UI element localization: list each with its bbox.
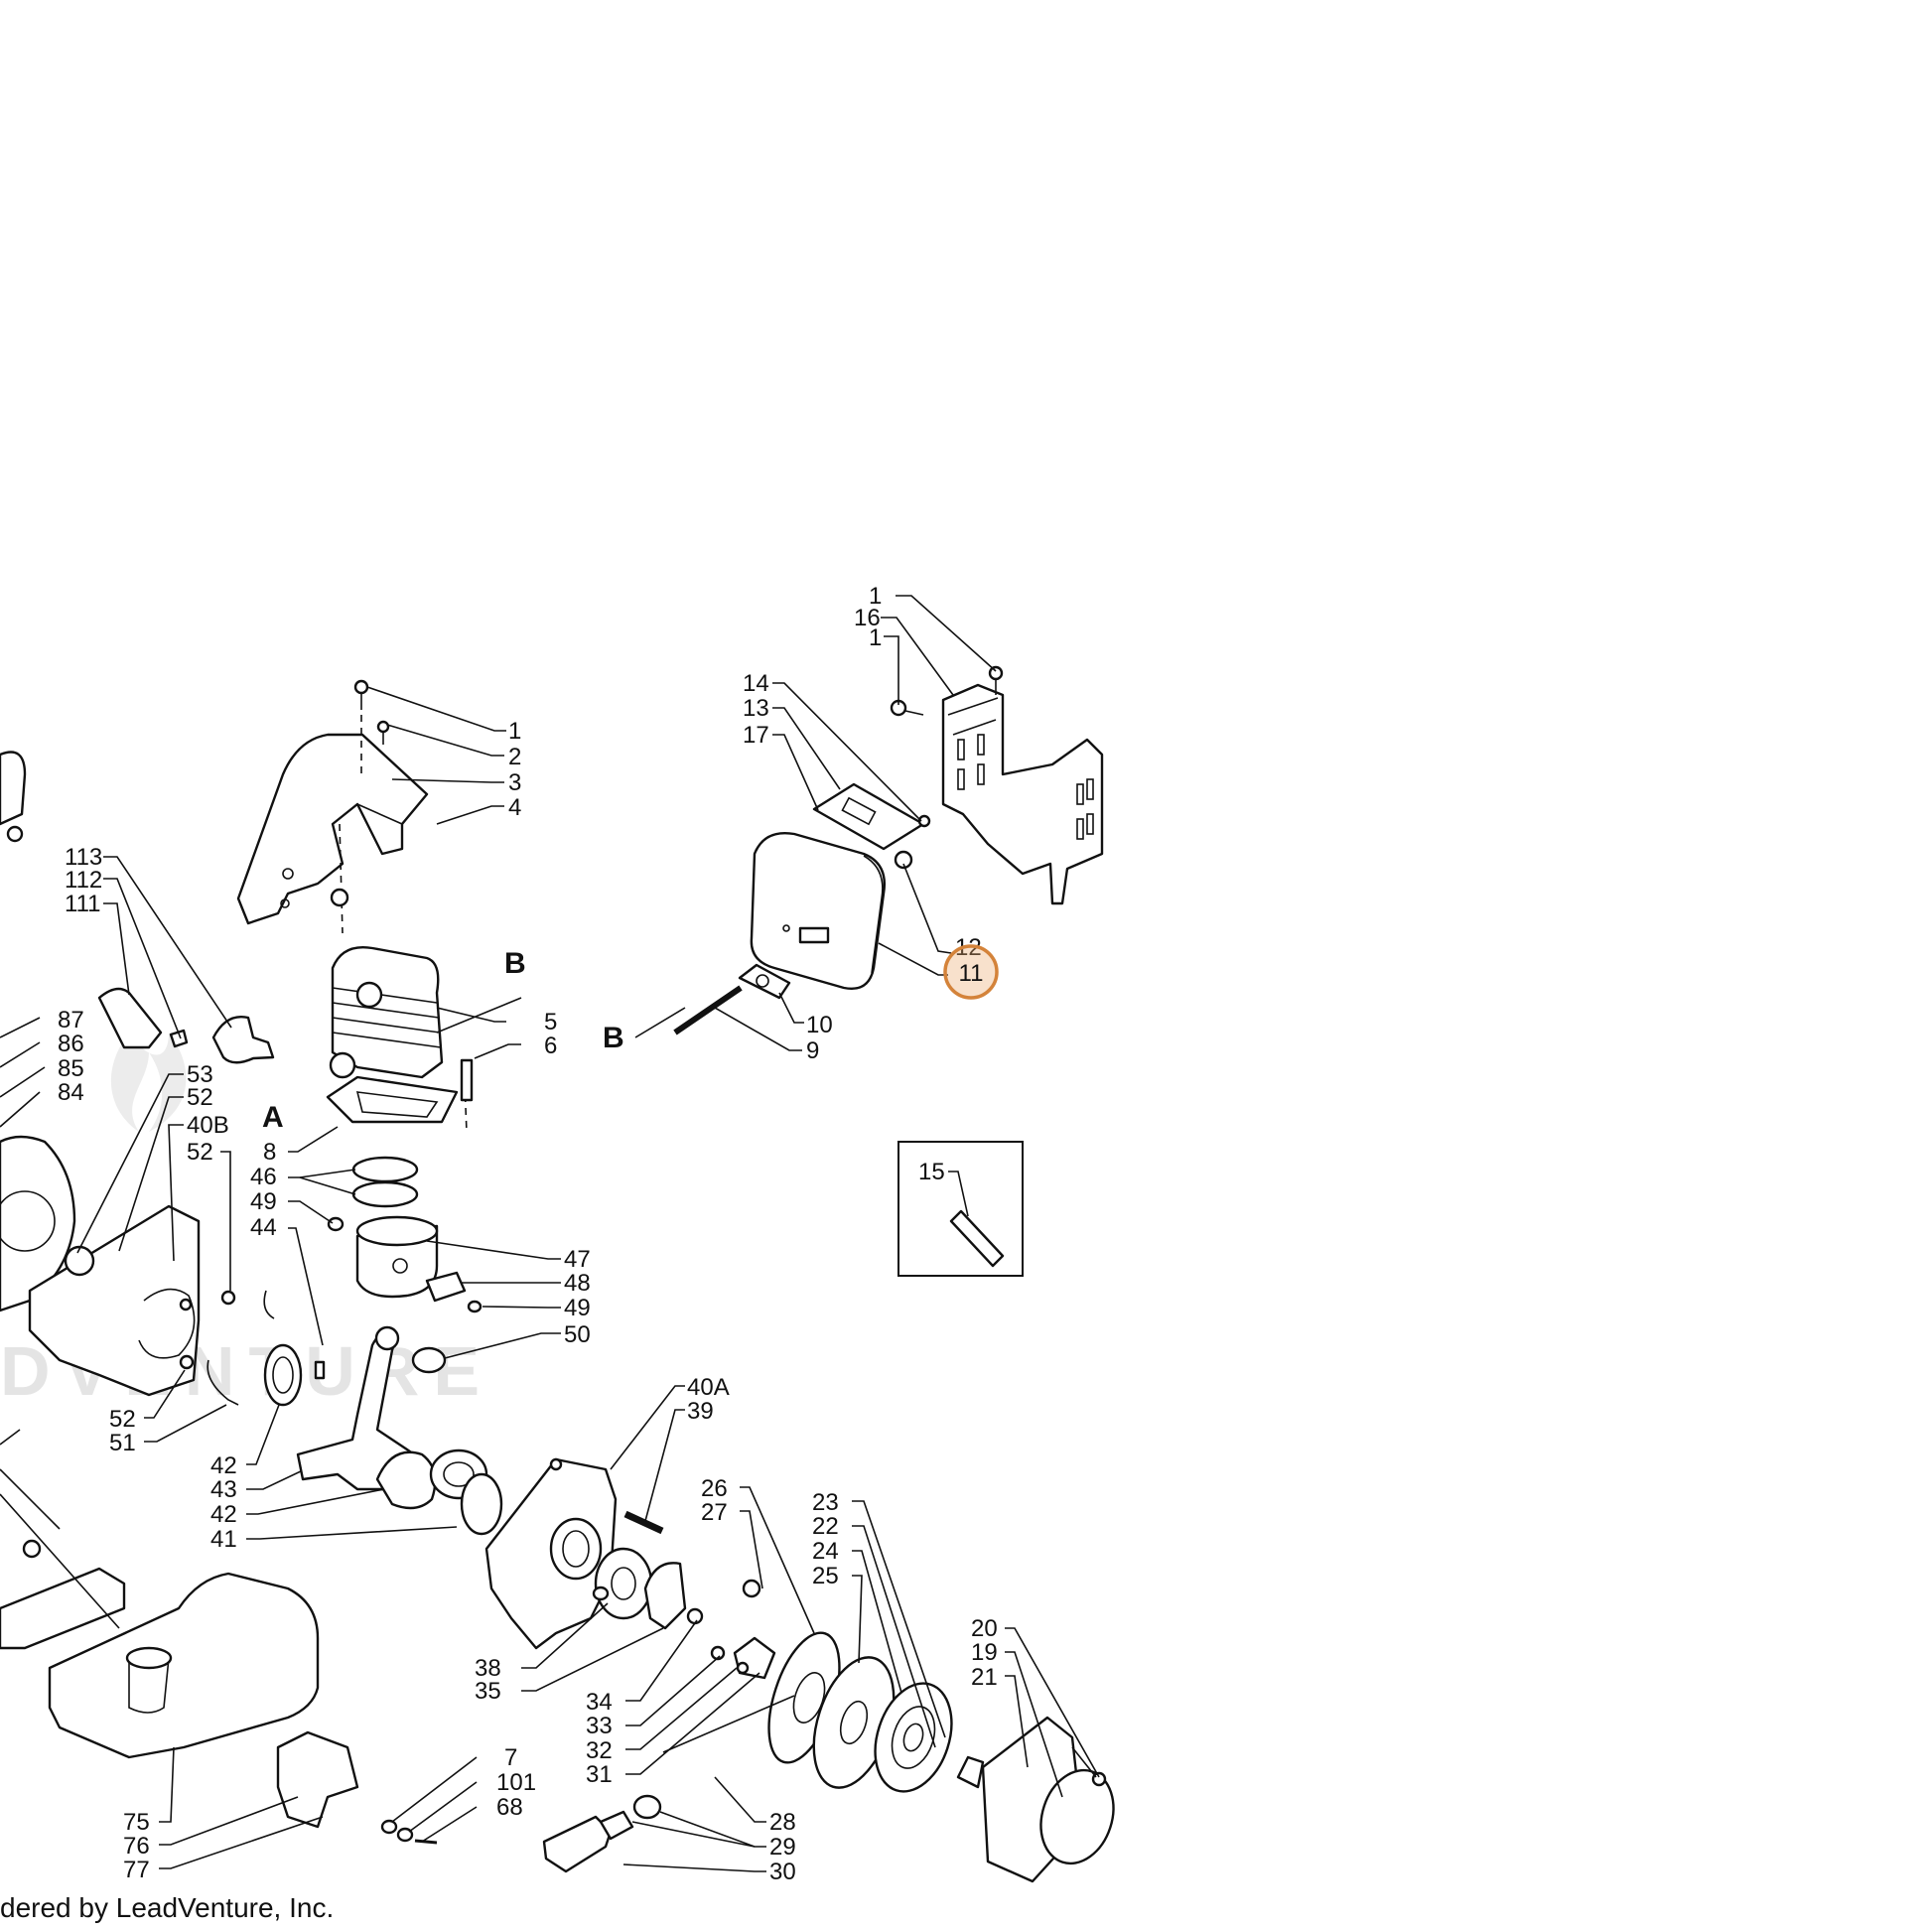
svg-text:49: 49 — [250, 1188, 277, 1215]
inset-part-15: 15 — [897, 1141, 1024, 1277]
svg-text:76: 76 — [123, 1833, 150, 1860]
svg-text:68: 68 — [496, 1794, 523, 1821]
svg-text:47: 47 — [564, 1246, 591, 1273]
svg-text:30: 30 — [769, 1859, 796, 1885]
svg-text:32: 32 — [586, 1737, 613, 1764]
svg-text:13: 13 — [743, 695, 769, 722]
svg-text:77: 77 — [123, 1857, 150, 1883]
svg-text:23: 23 — [812, 1489, 839, 1516]
svg-text:48: 48 — [564, 1270, 591, 1297]
svg-text:16: 16 — [854, 605, 881, 631]
svg-text:27: 27 — [701, 1499, 728, 1526]
svg-text:3: 3 — [508, 769, 521, 796]
svg-text:101: 101 — [496, 1769, 536, 1796]
svg-text:44: 44 — [250, 1214, 277, 1241]
selected-callout-marker[interactable] — [943, 944, 999, 1000]
svg-text:38: 38 — [475, 1655, 501, 1682]
svg-text:51: 51 — [109, 1430, 136, 1456]
svg-text:49: 49 — [564, 1295, 591, 1321]
svg-text:52: 52 — [187, 1139, 213, 1166]
svg-text:111: 111 — [65, 891, 100, 917]
svg-text:4: 4 — [508, 794, 521, 821]
svg-text:24: 24 — [812, 1538, 839, 1565]
svg-text:42: 42 — [210, 1501, 237, 1528]
svg-text:42: 42 — [210, 1452, 237, 1479]
svg-text:29: 29 — [769, 1834, 796, 1861]
svg-text:1: 1 — [508, 718, 521, 745]
svg-text:75: 75 — [123, 1809, 150, 1836]
svg-text:9: 9 — [806, 1037, 819, 1064]
svg-text:113: 113 — [65, 844, 102, 871]
crankcase-right-group: 40A 39 38 35 34 33 32 31 — [475, 1374, 776, 1788]
svg-text:52: 52 — [109, 1406, 136, 1433]
svg-text:21: 21 — [971, 1664, 998, 1691]
svg-text:25: 25 — [812, 1563, 839, 1589]
svg-text:7: 7 — [504, 1744, 517, 1771]
callout-11-hotspot[interactable]: 11 — [943, 944, 999, 1000]
svg-text:17: 17 — [743, 722, 769, 749]
svg-text:53: 53 — [187, 1061, 213, 1088]
svg-text:1: 1 — [869, 583, 882, 610]
svg-text:31: 31 — [586, 1761, 613, 1788]
svg-text:50: 50 — [564, 1321, 591, 1348]
svg-text:1: 1 — [869, 624, 882, 651]
svg-text:85: 85 — [58, 1055, 84, 1082]
svg-text:2: 2 — [508, 744, 521, 770]
svg-text:84: 84 — [58, 1079, 84, 1106]
svg-text:5: 5 — [544, 1009, 557, 1035]
svg-text:41: 41 — [210, 1526, 237, 1553]
footer-credit: dered by LeadVenture, Inc. — [0, 1892, 335, 1923]
svg-text:B: B — [504, 947, 526, 980]
svg-text:35: 35 — [475, 1678, 501, 1705]
muffler-group: 1 16 1 14 13 17 12 10 9 B — [603, 583, 1104, 1064]
svg-text:20: 20 — [971, 1615, 998, 1642]
watermark-flame-icon — [110, 1033, 187, 1132]
svg-text:112: 112 — [65, 867, 102, 894]
fuel-tank-group: 75 76 77 7 101 68 — [0, 1429, 536, 1883]
crankshaft-group — [296, 1325, 503, 1536]
svg-text:22: 22 — [812, 1513, 839, 1540]
svg-text:39: 39 — [687, 1398, 714, 1425]
svg-text:52: 52 — [187, 1084, 213, 1111]
svg-text:28: 28 — [769, 1809, 796, 1836]
starter-group: 26 27 23 22 24 25 20 19 21 28 29 30 — [542, 1475, 1115, 1885]
svg-text:6: 6 — [544, 1033, 557, 1059]
svg-text:A: A — [262, 1101, 284, 1134]
svg-text:10: 10 — [806, 1012, 833, 1038]
svg-text:8: 8 — [263, 1139, 276, 1166]
svg-text:46: 46 — [250, 1164, 277, 1190]
crankcase-left-group: 87 86 85 84 53 52 40B 52 52 51 42 43 42 … — [0, 751, 458, 1553]
cylinder-group: 1 2 3 4 113 112 111 B 5 6 A 8 46 49 44 4… — [65, 679, 591, 1374]
svg-text:40B: 40B — [187, 1112, 229, 1139]
svg-text:34: 34 — [586, 1689, 613, 1716]
svg-text:33: 33 — [586, 1713, 613, 1739]
svg-text:40A: 40A — [687, 1374, 730, 1401]
svg-text:86: 86 — [58, 1031, 84, 1057]
svg-text:19: 19 — [971, 1639, 998, 1666]
svg-text:26: 26 — [701, 1475, 728, 1502]
svg-text:15: 15 — [918, 1159, 945, 1185]
svg-text:87: 87 — [58, 1007, 84, 1034]
svg-text:14: 14 — [743, 670, 769, 697]
svg-text:B: B — [603, 1022, 624, 1054]
svg-text:43: 43 — [210, 1476, 237, 1503]
